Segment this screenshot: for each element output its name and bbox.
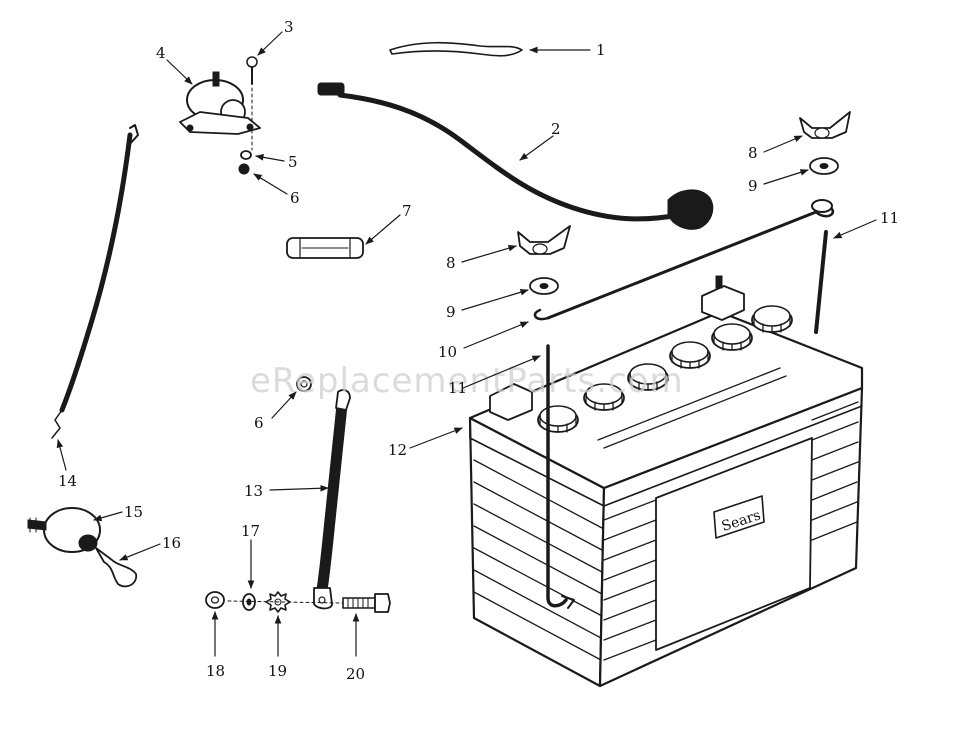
callout-8: 8 [748,144,758,162]
part-16-key [95,547,138,588]
part-10-hold-down-rod [533,199,835,321]
part-11-threaded-rod [814,230,828,334]
part-3-screw [246,56,258,151]
callout-5: 5 [288,153,298,171]
part-4-solenoid [179,71,261,135]
callout-12: 12 [388,441,407,459]
part-12-battery: Sears [468,275,864,688]
callout-17: 17 [241,522,260,540]
callout-13: 13 [244,482,263,500]
hardware-centerline [227,600,343,604]
callout-20: 20 [346,665,365,683]
part-9-washer-right [809,157,839,175]
part-1-strap [389,41,523,57]
part-6-nut-lower [296,376,312,392]
part-8-wingnut-left [517,225,571,255]
part-15-ignition-switch [27,507,101,553]
callout-numbers: 1 2 3 4 5 6 7 8 9 10 11 12 13 14 15 16 1… [58,18,899,683]
part-18-nut [205,591,225,609]
callout-16: 16 [162,534,181,552]
watermark: eReplacementParts.com [250,361,684,401]
callout-3: 3 [284,18,294,36]
callout-6: 6 [290,189,300,207]
callout-11-left: 11 [448,379,467,397]
callout-1: 1 [596,41,606,59]
terminal-bolt [715,275,723,289]
callout-8-left: 8 [446,254,456,272]
battery-terminal-right [701,285,745,321]
part-6-nut [238,163,250,175]
part-13-ground-cable [313,389,351,610]
part-5-lockwasher [240,150,252,160]
part-17-washer [242,593,256,611]
callout-15: 15 [124,503,143,521]
leader-lines [56,31,877,657]
battery-cell-caps [537,305,793,433]
callout-14: 14 [58,472,77,490]
callout-2: 2 [551,120,561,138]
battery-terminal-left [489,383,533,421]
callout-18: 18 [206,662,225,680]
callout-4: 4 [156,44,166,62]
part-20-bolt [342,593,391,613]
callout-10: 10 [438,343,457,361]
callout-9: 9 [748,177,758,195]
callout-7: 7 [402,202,412,220]
part-9-washer-left [529,277,559,295]
callout-11: 11 [880,209,899,227]
callout-6-lower: 6 [254,414,264,432]
callout-9-left: 9 [446,303,456,321]
part-14-cable [51,124,139,439]
part-8-wingnut-right [799,111,851,139]
part-2-battery-cable [317,82,714,230]
callout-19: 19 [268,662,287,680]
part-7-fuse [286,237,364,259]
